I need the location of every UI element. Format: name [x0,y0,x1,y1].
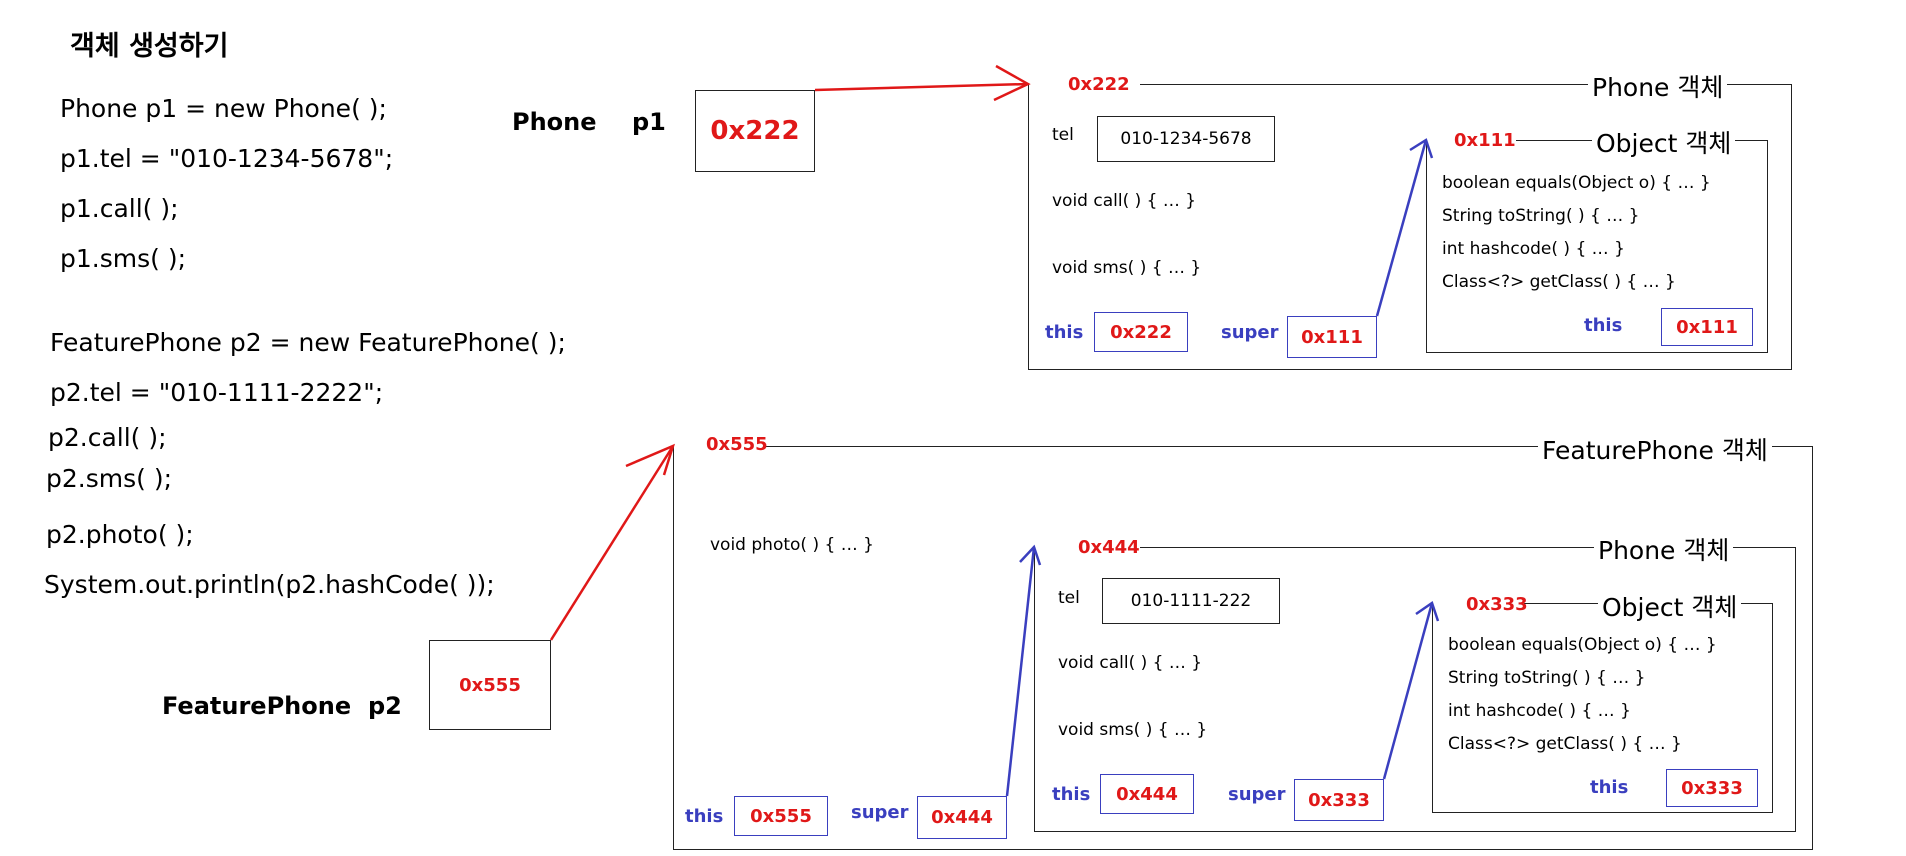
phone-p2-tel-label: tel [1058,588,1080,608]
object-p1-method-hashcode: int hashcode( ) { … } [1442,239,1625,259]
phone-p2-method-call: void call( ) { … } [1058,653,1203,673]
phone-p2-address: 0x444 [1078,537,1140,558]
var-p1-type: Phone [512,108,597,136]
code-line: System.out.println(p2.hashCode( )); [44,570,495,599]
featurephone-method-photo: void photo( ) { … } [710,535,874,555]
object-p1-this-box: 0x111 [1661,308,1753,346]
featurephone-this-box: 0x555 [734,796,828,836]
code-line: p2.tel = "010-1111-2222"; [50,378,384,407]
featurephone-address: 0x555 [706,434,768,455]
object-p1-address: 0x111 [1454,130,1516,151]
featurephone-object-top-line [766,446,1813,447]
phone-p2-title: Phone 객체 [1594,531,1734,567]
phone-p2-this-label: this [1052,784,1091,805]
featurephone-object [673,446,1813,850]
phone-p2-tel-value: 010-1111-222 [1102,578,1280,624]
code-line: p1.sms( ); [60,244,187,273]
code-line: p1.tel = "010-1234-5678"; [60,144,394,173]
featurephone-super-box: 0x444 [917,796,1007,839]
object-p1-title: Object 객체 [1592,124,1736,160]
phone-p1-this-label: this [1045,322,1084,343]
phone-p2-super-box: 0x333 [1294,779,1384,821]
phone-p2-super-value: 0x333 [1308,789,1370,811]
code-line: p2.photo( ); [46,520,194,549]
var-p2-type: FeaturePhone [162,692,352,720]
arrow-p2-to-featurephone [549,443,675,641]
phone-p1-method-sms: void sms( ) { … } [1052,258,1202,278]
phone-object-p2-top-line [1140,547,1796,548]
var-p1-box: 0x222 [695,90,815,172]
object-p2-method-hashcode: int hashcode( ) { … } [1448,701,1631,721]
object-p1-this-label: this [1584,315,1623,336]
object-p2-this-box: 0x333 [1666,769,1758,807]
page-title: 객체 생성하기 [70,31,229,62]
object-p1-method-equals: boolean equals(Object o) { … } [1442,173,1711,193]
phone-p1-tel-value: 010-1234-5678 [1097,116,1275,162]
object-p2-method-equals: boolean equals(Object o) { … } [1448,635,1717,655]
phone-p1-super-value: 0x111 [1301,326,1363,348]
object-p2-this-value: 0x333 [1681,777,1743,799]
phone-p2-method-sms: void sms( ) { … } [1058,720,1208,740]
code-line: p1.call( ); [60,194,179,223]
phone-p1-address: 0x222 [1068,74,1130,95]
code-line: p2.sms( ); [46,464,173,493]
phone-p1-tel-label: tel [1052,125,1074,145]
object-p2-address: 0x333 [1466,594,1528,615]
phone-p1-super-box: 0x111 [1287,316,1377,358]
code-line: Phone p1 = new Phone( ); [60,94,387,123]
var-p2-value: 0x555 [459,674,521,696]
phone-object-p1 [1028,84,1792,370]
var-p2-name: p2 [368,692,402,720]
var-p1-name: p1 [632,108,666,136]
var-p2-box: 0x555 [429,640,551,730]
object-p2-method-tostring: String toString( ) { … } [1448,668,1646,688]
object-p1-this-value: 0x111 [1676,316,1738,338]
object-p1-method-getclass: Class<?> getClass( ) { … } [1442,272,1676,292]
object-p2-this-label: this [1590,777,1629,798]
featurephone-super-label: super [851,802,909,823]
arrow-p1-to-phone [814,64,1031,102]
phone-p1-super-label: super [1221,322,1279,343]
var-p1-value: 0x222 [710,116,800,146]
object-p2-method-getclass: Class<?> getClass( ) { … } [1448,734,1682,754]
phone-p1-title: Phone 객체 [1588,68,1728,104]
phone-p1-this-box: 0x222 [1094,312,1188,352]
object-p1-method-tostring: String toString( ) { … } [1442,206,1640,226]
object-p2-title: Object 객체 [1598,588,1742,624]
featurephone-title: FeaturePhone 객체 [1538,431,1772,467]
phone-p1-this-value: 0x222 [1110,321,1172,343]
phone-p1-method-call: void call( ) { … } [1052,191,1197,211]
phone-p2-this-box: 0x444 [1100,774,1194,814]
phone-p2-super-label: super [1228,784,1286,805]
phone-p2-this-value: 0x444 [1116,783,1178,805]
phone-object-p1-top-line [1140,84,1792,85]
code-line: p2.call( ); [48,423,167,452]
code-line: FeaturePhone p2 = new FeaturePhone( ); [50,328,566,357]
featurephone-this-label: this [685,806,724,827]
featurephone-super-value: 0x444 [931,807,993,828]
featurephone-this-value: 0x555 [750,805,812,827]
